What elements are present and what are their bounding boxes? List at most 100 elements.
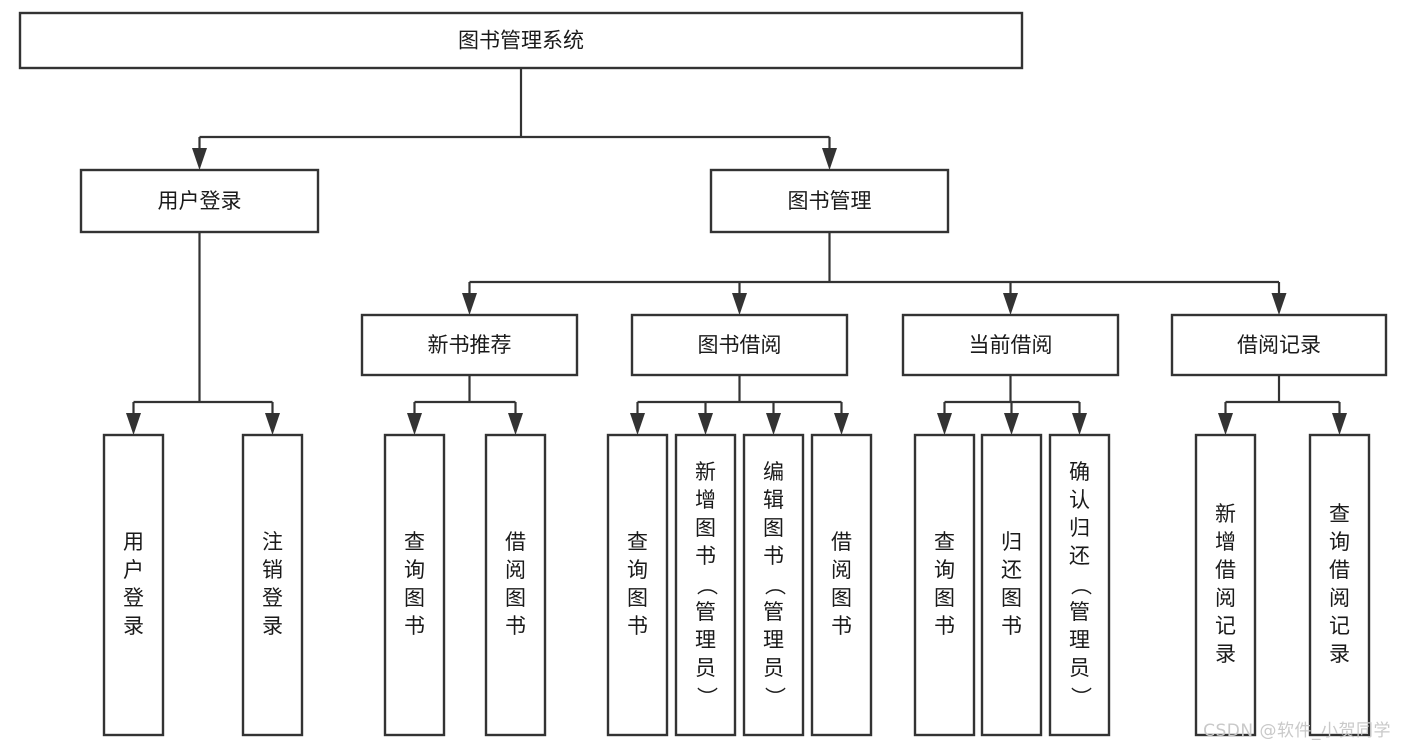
node-box (901, 313, 1120, 377)
node-label-char: 归 (1069, 516, 1090, 540)
arrow-head-icon (1271, 293, 1287, 315)
node-label-char: 记 (1329, 614, 1350, 638)
node-label-char: 用 (123, 530, 144, 554)
node-box (1194, 433, 1257, 737)
node-label-char: 书 (627, 614, 648, 638)
node-user-login[interactable]: 用户登录 (79, 168, 320, 234)
node-box (1048, 433, 1111, 737)
node-label-char: 理 (763, 628, 784, 652)
node-label-char: 员 (695, 656, 716, 680)
node-label-char: 书 (1001, 614, 1022, 638)
node-label-char: 图 (934, 586, 955, 610)
arrow-head-icon (822, 148, 837, 170)
node-borrow-record[interactable]: 借阅记录 (1170, 313, 1388, 377)
node-layer: 图书管理系统用户登录图书管理新书推荐图书借阅当前借阅借阅记录用户登录注销登录查询… (18, 11, 1388, 737)
node-label-char: 书 (404, 614, 425, 638)
node-box (79, 168, 320, 234)
node-box (810, 433, 873, 737)
node-label-char: 销 (262, 558, 283, 582)
node-label-char: 理 (695, 628, 716, 652)
node-label: 当前借阅 (969, 333, 1053, 357)
node-label-char: 查 (1329, 502, 1350, 526)
node-label-char: 录 (1329, 642, 1350, 666)
node-label-char: 书 (695, 544, 716, 568)
node-label-char: 询 (934, 558, 955, 582)
node-label-char: 阅 (831, 558, 852, 582)
node-label-char: 阅 (505, 558, 526, 582)
node-label-char: 图 (404, 586, 425, 610)
node-label-char: 阅 (1329, 586, 1350, 610)
node-label-char: 图 (505, 586, 526, 610)
arrow-head-icon (1072, 413, 1087, 435)
arrow-head-icon (766, 413, 781, 435)
node-label-char: 图 (1001, 586, 1022, 610)
node-label-char: 查 (404, 530, 425, 554)
node-label-char: ） (695, 687, 719, 708)
node-label-char: 归 (1001, 530, 1022, 554)
arrow-head-icon (192, 148, 207, 170)
node-leaf-user-login[interactable]: 用户登录 (102, 433, 165, 737)
arrow-head-icon (126, 413, 141, 435)
arrow-head-icon (937, 413, 952, 435)
node-box (709, 168, 950, 234)
node-label-char: ） (763, 687, 787, 708)
node-box (913, 433, 976, 737)
node-current-borrow[interactable]: 当前借阅 (901, 313, 1120, 377)
arrow-head-icon (1218, 413, 1233, 435)
node-label-char: 员 (763, 656, 784, 680)
arrow-head-icon (732, 293, 747, 315)
arrow-head-icon (508, 413, 523, 435)
node-box (360, 313, 579, 377)
node-label-char: 还 (1001, 558, 1022, 582)
arrow-head-icon (1332, 413, 1347, 435)
node-book-manage[interactable]: 图书管理 (709, 168, 950, 234)
node-box (606, 433, 669, 737)
arrow-head-icon (1004, 413, 1019, 435)
node-label-char: 录 (1215, 642, 1236, 666)
node-label-char: 管 (1069, 600, 1090, 624)
node-label-char: 记 (1215, 614, 1236, 638)
watermark-text: CSDN @软件_小贺同学 (1203, 721, 1391, 741)
node-box (630, 313, 849, 377)
node-label-char: （ (695, 575, 719, 596)
node-label-char: 管 (695, 600, 716, 624)
node-label-char: （ (763, 575, 787, 596)
node-label-char: 员 (1069, 656, 1090, 680)
node-label-char: 图 (763, 516, 784, 540)
node-label-char: 书 (505, 614, 526, 638)
node-root-root[interactable]: 图书管理系统 (18, 11, 1024, 70)
node-label-char: 管 (763, 600, 784, 624)
node-label: 图书借阅 (698, 333, 782, 357)
node-label-char: 新 (695, 460, 716, 484)
node-new-book-recommend[interactable]: 新书推荐 (360, 313, 579, 377)
node-label-char: （ (1069, 575, 1093, 596)
node-label-char: 注 (262, 530, 283, 554)
arrow-head-icon (1003, 293, 1018, 315)
node-label-char: 查 (934, 530, 955, 554)
node-book-borrow[interactable]: 图书借阅 (630, 313, 849, 377)
node-label-char: 阅 (1215, 586, 1236, 610)
node-label-char: 图 (695, 516, 716, 540)
node-label-char: ） (1069, 687, 1093, 708)
arrow-head-icon (462, 293, 477, 315)
node-label-char: 询 (404, 558, 425, 582)
node-box (1170, 313, 1388, 377)
node-label-char: 编 (763, 460, 784, 484)
arrow-head-icon (834, 413, 849, 435)
node-label-char: 录 (262, 614, 283, 638)
node-label-char: 图 (831, 586, 852, 610)
arrow-head-icon (698, 413, 713, 435)
